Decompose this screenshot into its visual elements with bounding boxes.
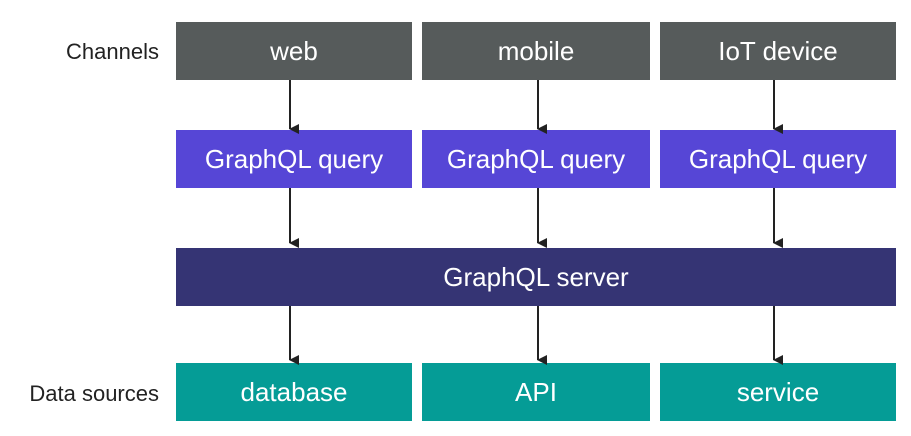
row-label-channels: Channels [66, 39, 159, 64]
query-box-iot: GraphQL query [660, 130, 896, 188]
arrows-server-to-source [289, 306, 783, 365]
source-box-database: database [176, 363, 412, 421]
source-box-api: API [422, 363, 650, 421]
source-box-service: service [660, 363, 896, 421]
channel-box-web: web [176, 22, 412, 80]
query-box-web: GraphQL query [176, 130, 412, 188]
arrows-channel-to-query [289, 80, 783, 134]
channel-box-iot-device: IoT device [660, 22, 896, 80]
row-label-data-sources: Data sources [29, 381, 159, 406]
arrows-query-to-server [289, 188, 783, 248]
query-box-mobile: GraphQL query [422, 130, 650, 188]
graphql-server-box: GraphQL server [176, 248, 896, 306]
channel-box-mobile: mobile [422, 22, 650, 80]
